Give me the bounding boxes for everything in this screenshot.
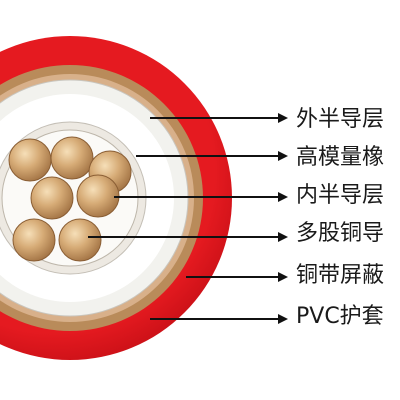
copper-strand xyxy=(58,218,102,262)
copper-strand xyxy=(8,138,52,182)
label-copper-tape-shield: 铜带屏蔽 xyxy=(296,263,384,288)
layer-labels: 外半导层 高模量橡 内半导层 多股铜导 铜带屏蔽 PVC护套 xyxy=(296,107,384,329)
label-pvc-sheath: PVC护套 xyxy=(296,304,384,329)
label-xlpe-insulation: 高模量橡 xyxy=(296,145,384,170)
label-copper-conductor: 多股铜导 xyxy=(296,221,384,246)
copper-strand xyxy=(12,218,56,262)
leader-arrows xyxy=(88,113,288,324)
copper-strand xyxy=(76,174,120,218)
copper-strand xyxy=(30,176,74,220)
label-outer-semicon: 外半导层 xyxy=(296,107,384,132)
label-inner-semicon: 内半导层 xyxy=(296,183,384,208)
cable-body xyxy=(0,36,232,360)
copper-conductor-strands xyxy=(8,136,132,262)
copper-strand xyxy=(50,136,94,180)
